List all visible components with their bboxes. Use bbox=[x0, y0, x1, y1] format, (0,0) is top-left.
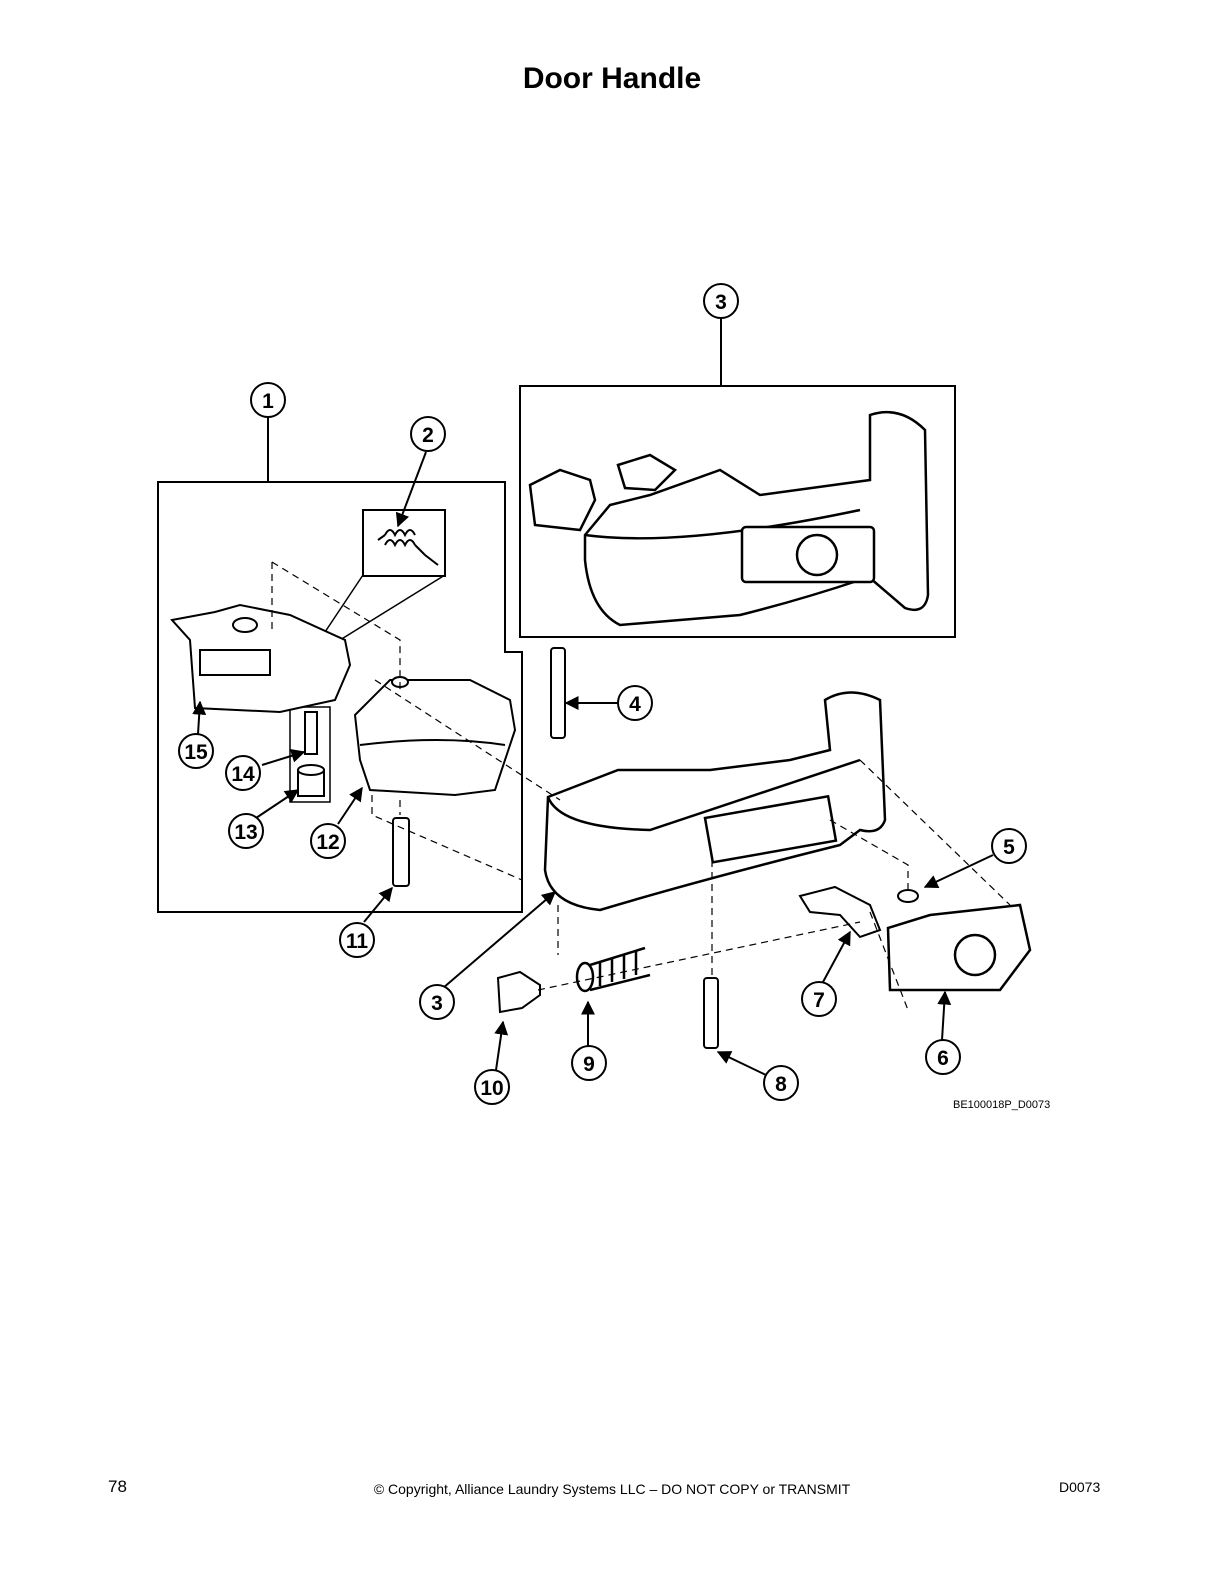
callout-8: 8 bbox=[763, 1065, 799, 1101]
callout-10-label: 10 bbox=[480, 1077, 503, 1100]
leader-lines bbox=[192, 318, 994, 1076]
callout-2-label: 2 bbox=[422, 424, 434, 447]
callout-3-bottom-label: 3 bbox=[431, 992, 443, 1015]
handle-body-part bbox=[543, 691, 887, 912]
callout-9-label: 9 bbox=[583, 1053, 595, 1076]
latch-part bbox=[170, 603, 352, 714]
document-code: D0073 bbox=[1059, 1479, 1101, 1495]
callout-13-label: 13 bbox=[234, 821, 257, 844]
lever-part bbox=[798, 885, 882, 939]
callout-3-bottom: 3 bbox=[419, 984, 455, 1020]
push-button-part bbox=[886, 903, 1032, 992]
assembled-handle-box bbox=[519, 385, 956, 638]
clip-part bbox=[496, 970, 541, 1014]
callout-10: 10 bbox=[474, 1069, 510, 1105]
callout-8-label: 8 bbox=[775, 1073, 787, 1096]
sleeve-part bbox=[297, 764, 325, 797]
callout-1-label: 1 bbox=[262, 390, 274, 413]
drawing-code: BE100018P_D0073 bbox=[953, 1099, 1051, 1111]
callout-5: 5 bbox=[991, 828, 1027, 864]
callout-2: 2 bbox=[410, 416, 446, 452]
copyright-notice: © Copyright, Alliance Laundry Systems LL… bbox=[373, 1481, 851, 1497]
callout-15-label: 15 bbox=[184, 741, 208, 764]
callout-14-label: 14 bbox=[231, 763, 255, 786]
assembly-lines bbox=[271, 561, 1011, 1011]
callout-11: 11 bbox=[339, 922, 375, 958]
callout-7: 7 bbox=[801, 981, 837, 1017]
callout-1: 1 bbox=[250, 382, 286, 418]
callout-9: 9 bbox=[571, 1045, 607, 1081]
pin-8-part bbox=[703, 977, 719, 1049]
callout-11-label: 11 bbox=[346, 930, 369, 953]
callout-6: 6 bbox=[925, 1039, 961, 1075]
compression-spring-part bbox=[575, 946, 651, 993]
latch-assembly-part bbox=[353, 676, 517, 797]
callout-3-top-label: 3 bbox=[715, 291, 727, 314]
callout-4-label: 4 bbox=[629, 693, 641, 716]
page-title: Door Handle bbox=[522, 62, 702, 95]
callout-3-top: 3 bbox=[703, 283, 739, 319]
callout-12: 12 bbox=[310, 823, 346, 859]
torsion-spring-part bbox=[377, 529, 439, 566]
assembled-handle-part bbox=[528, 410, 930, 627]
callout-12-label: 12 bbox=[316, 831, 339, 854]
callout-5-label: 5 bbox=[1003, 836, 1015, 859]
callout-15: 15 bbox=[178, 733, 214, 769]
page-number: 78 bbox=[108, 1477, 127, 1496]
callout-14: 14 bbox=[225, 755, 261, 791]
washer-part bbox=[897, 889, 919, 903]
subassembly-box bbox=[157, 481, 523, 913]
callout-4: 4 bbox=[617, 685, 653, 721]
callout-7-label: 7 bbox=[813, 989, 825, 1012]
callout-13: 13 bbox=[228, 813, 264, 849]
small-pin-part bbox=[304, 711, 318, 755]
callout-6-label: 6 bbox=[937, 1047, 949, 1070]
pin-11-part bbox=[392, 817, 410, 887]
shaft-part bbox=[550, 647, 566, 739]
